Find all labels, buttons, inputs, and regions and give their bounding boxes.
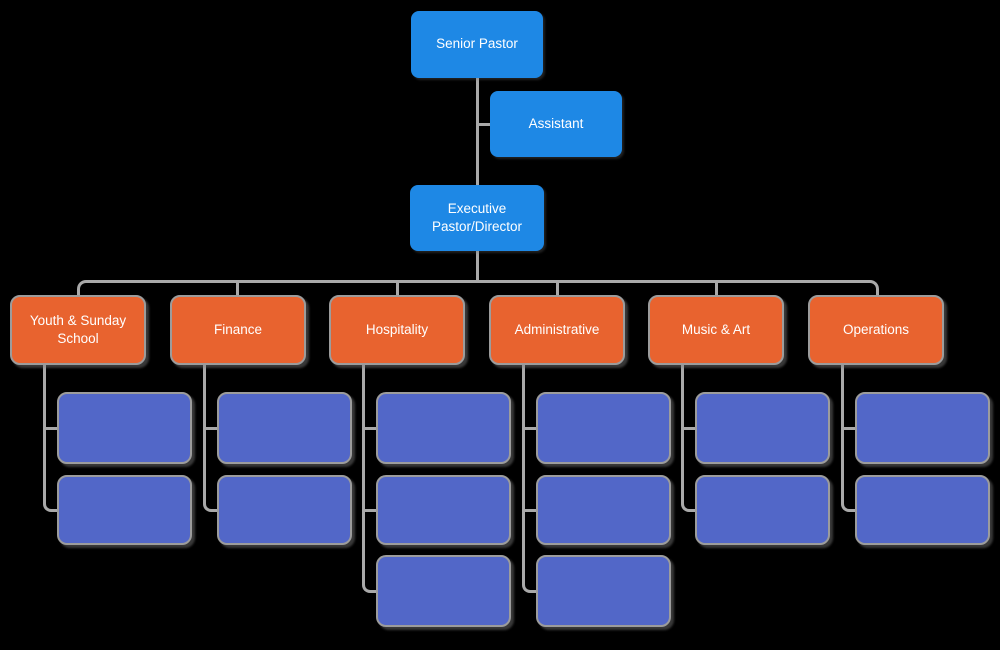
node-dept-hospitality[interactable]: Hospitality [329,295,465,365]
node-dept-music-art-label: Music & Art [681,321,751,337]
node-senior-pastor-label: Senior Pastor [436,36,518,52]
connector-department-bus [76,280,879,295]
connector-bus-stub-hospitality [395,281,399,295]
connector-bus-stub-finance [236,281,239,295]
connector-assistant-branch [477,122,491,126]
node-assistant-label: Assistant [528,115,584,131]
connector-hospitality-elbow-1 [361,426,376,430]
node-staff-operations-1[interactable] [855,392,990,464]
connector-hospitality-elbow-2 [361,508,376,512]
node-staff-operations-2[interactable] [855,475,990,545]
node-dept-youth-sunday-school[interactable]: Youth & Sunday School [10,295,146,365]
node-dept-finance-label: Finance [213,321,263,337]
node-staff-hospitality-2[interactable] [376,475,511,545]
connector-hospitality-drop [361,365,376,593]
node-staff-hospitality-3[interactable] [376,555,511,627]
node-staff-administrative-1[interactable] [536,392,671,464]
node-assistant[interactable]: Assistant [490,91,622,157]
node-dept-operations-label: Operations [842,321,910,337]
node-dept-youth-sunday-school-label: Youth & Sunday School [29,312,127,346]
node-staff-administrative-2[interactable] [536,475,671,545]
connector-administrative-elbow-1 [521,426,536,430]
node-dept-finance[interactable]: Finance [170,295,306,365]
connector-music-art-drop [680,365,695,512]
node-dept-hospitality-label: Hospitality [365,321,429,337]
node-executive-pastor-director-label: Executive Pastor/Director [431,200,523,234]
node-dept-administrative-label: Administrative [514,321,600,337]
node-dept-administrative[interactable]: Administrative [489,295,625,365]
node-staff-hospitality-1[interactable] [376,392,511,464]
node-executive-pastor-director[interactable]: Executive Pastor/Director [410,185,544,251]
connector-operations-elbow-1 [840,426,855,430]
node-staff-finance-1[interactable] [217,392,352,464]
connector-bus-stub-music-art [714,281,718,295]
node-staff-administrative-3[interactable] [536,555,671,627]
node-staff-youth-1[interactable] [57,392,192,464]
connector-operations-drop [840,365,855,512]
connector-youth-elbow-1 [42,426,57,430]
connector-music-art-elbow-1 [680,426,695,430]
connector-administrative-elbow-2 [521,508,536,512]
node-staff-music-art-1[interactable] [695,392,830,464]
node-staff-youth-2[interactable] [57,475,192,545]
node-dept-music-art[interactable]: Music & Art [648,295,784,365]
node-staff-finance-2[interactable] [217,475,352,545]
connector-senior-to-executive [475,78,479,185]
connector-youth-drop [42,365,57,512]
connector-finance-drop [202,365,217,512]
node-senior-pastor[interactable]: Senior Pastor [411,11,543,78]
connector-bus-stub-administrative [555,281,559,295]
node-staff-music-art-2[interactable] [695,475,830,545]
node-dept-operations[interactable]: Operations [808,295,944,365]
connector-finance-elbow-1 [202,426,217,430]
connector-administrative-drop [521,365,536,593]
connector-executive-to-bus [475,251,479,282]
